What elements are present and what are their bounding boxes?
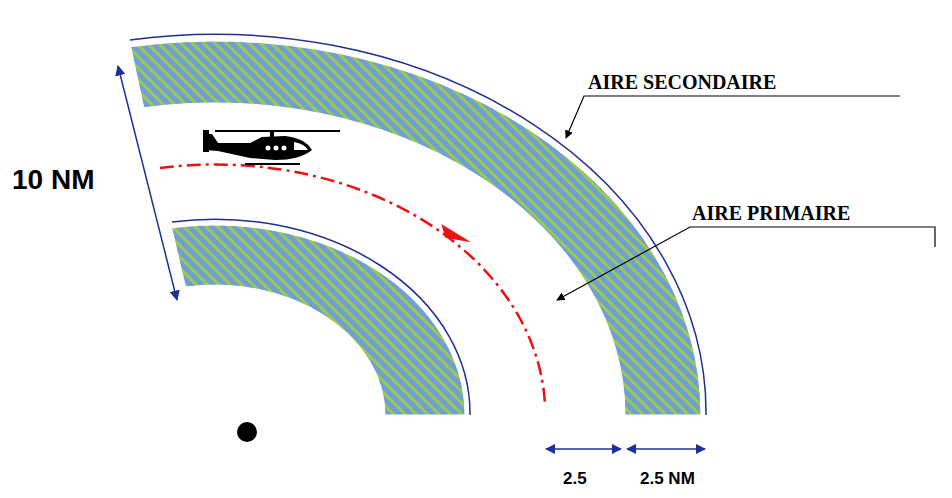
area-boundary [172,219,470,415]
dimension-arrow [546,448,621,450]
secondary-area-outer [131,41,701,415]
secondary-area-inner [172,225,465,415]
dimension-label: 2.5 NM [640,470,695,487]
flight-arrowhead [439,224,473,242]
dimension-label: 10 NM [12,166,94,194]
dimension-arrow [118,66,177,300]
facility-dot [237,422,257,442]
helicopter-icon [203,130,340,164]
leader-line [566,96,900,138]
dimension-arrow [627,448,705,450]
flight-path [160,164,545,405]
dimension-label: 2.5 [563,470,587,487]
area-label: AIRE SECONDAIRE [588,72,776,92]
leader-line [557,227,935,300]
area-label: AIRE PRIMAIRE [692,203,850,223]
